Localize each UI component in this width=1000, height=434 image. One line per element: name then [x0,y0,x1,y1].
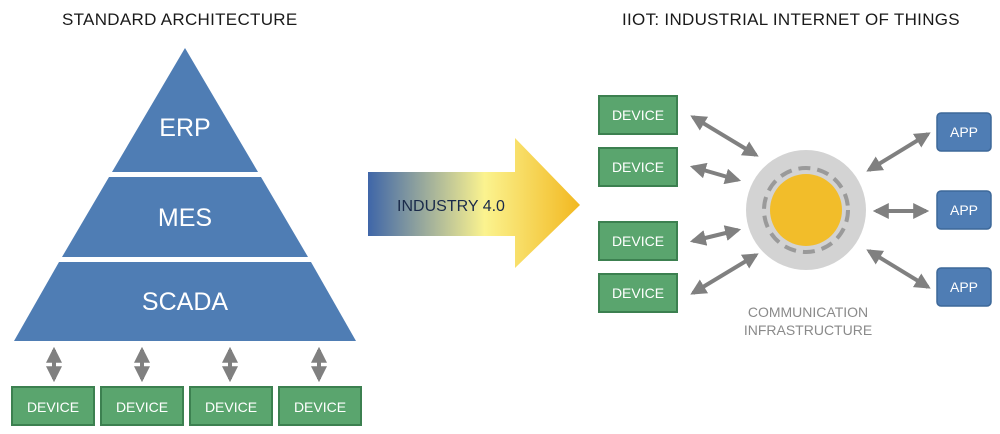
tier-label-scada: SCADA [142,288,228,316]
device-box [100,386,184,426]
device-box [598,147,678,187]
device-label: DEVICE [612,159,664,175]
device-label: DEVICE [294,399,346,415]
iiot-apps: APP APP APP [936,112,992,307]
device-label: DEVICE [612,233,664,249]
tier-label-mes: MES [158,204,212,232]
device-label: DEVICE [27,399,79,415]
device-box [189,386,273,426]
bidirectional-arrow [866,132,931,172]
app-box [936,112,992,152]
app-box [936,267,992,307]
bidirectional-arrow [689,162,742,185]
device-box [598,95,678,135]
device-box [598,273,678,313]
device-label: DEVICE [612,107,664,123]
communication-hub: COMMUNICATION INFRASTRUCTURE [744,150,872,338]
industry-4-label: INDUSTRY 4.0 [397,198,505,215]
device-label: DEVICE [116,399,168,415]
device-label: DEVICE [612,285,664,301]
hub-caption-line1: COMMUNICATION [748,304,868,320]
standard-architecture-title: STANDARD ARCHITECTURE [62,10,298,29]
pyramid-tier-scada [14,262,356,341]
device-box [598,221,678,261]
pyramid-tier-mes [62,177,308,257]
app-label: APP [950,124,978,140]
bidirectional-arrow [690,253,759,295]
pyramid-device-links [46,346,327,383]
iiot-devices: DEVICE DEVICE DEVICE DEVICE [598,95,678,313]
hub-dashed-ring [762,166,850,254]
iiot-title: IIOT: INDUSTRIAL INTERNET OF THINGS [622,10,960,29]
architecture-pyramid: ERP MES SCADA [14,48,356,341]
tier-label-erp: ERP [159,114,210,142]
device-box [278,386,362,426]
bidirectional-arrow [866,249,931,289]
pyramid-devices: DEVICE DEVICE DEVICE DEVICE [11,386,362,426]
app-label: APP [950,202,978,218]
bidirectional-arrow [690,115,759,157]
transition-arrow [368,138,580,268]
device-box [11,386,95,426]
industry-4-arrow: INDUSTRY 4.0 [368,138,580,268]
hub-caption-line2: INFRASTRUCTURE [744,322,872,338]
hub-core [770,174,842,246]
pyramid-tier-erp [112,48,258,172]
app-box [936,190,992,230]
bidirectional-arrow [689,225,742,246]
hub-connections [689,115,931,295]
app-label: APP [950,279,978,295]
device-label: DEVICE [205,399,257,415]
